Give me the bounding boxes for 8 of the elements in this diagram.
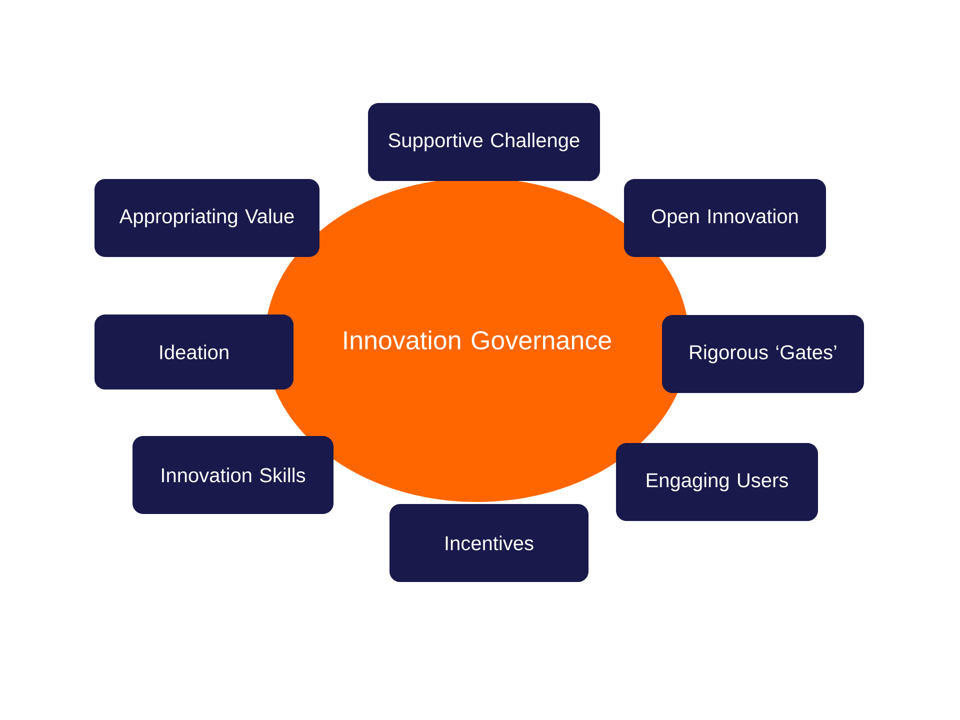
rounded-box: Rigorous ‘Gates’	[662, 314, 864, 393]
rounded-box: Innovation Skills	[132, 436, 334, 514]
rounded-box: Appropriating Value	[94, 179, 320, 257]
rounded-box: Ideation	[94, 314, 294, 390]
rounded-box: Open Innovation	[624, 179, 826, 257]
rounded-box: Engaging Users	[616, 442, 818, 521]
rounded-box: Incentives	[390, 504, 588, 582]
rounded-box: Supportive Challenge	[368, 102, 600, 181]
